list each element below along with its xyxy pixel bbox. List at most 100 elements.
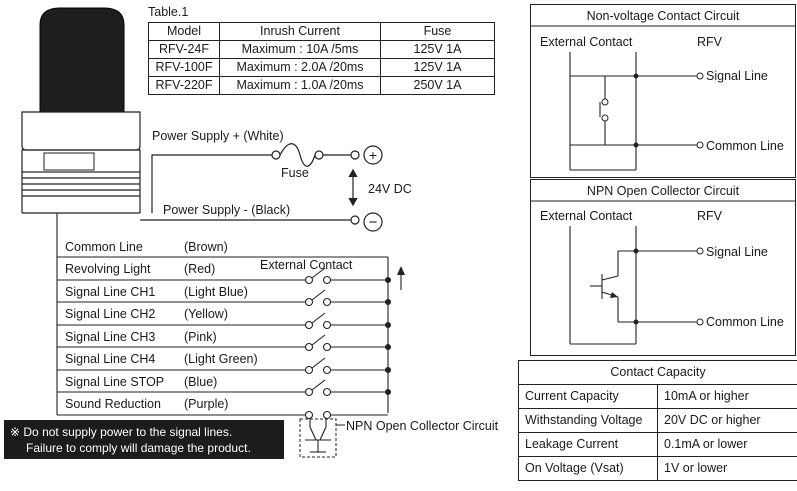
warning-line-1: ※ Do not supply power to the signal line… bbox=[10, 425, 233, 439]
table-row: On Voltage (Vsat) 1V or lower bbox=[518, 456, 797, 481]
contact-icon bbox=[322, 297, 332, 307]
switch-lever bbox=[311, 289, 326, 301]
revolving-light-product bbox=[21, 7, 141, 214]
switch-contacts bbox=[304, 267, 391, 397]
table-cell: 20V DC or higher bbox=[657, 408, 797, 433]
contact-icon bbox=[304, 275, 314, 285]
inrush-table: Model Inrush Current Fuse RFV-24F Maximu… bbox=[148, 22, 495, 95]
contact-capacity-title: Contact Capacity bbox=[518, 360, 797, 385]
node-dot bbox=[633, 142, 639, 148]
switch-lever bbox=[311, 267, 326, 279]
contact-icon bbox=[304, 365, 314, 375]
node-dot bbox=[385, 322, 391, 328]
terminal-icon bbox=[696, 72, 704, 80]
node-dot bbox=[385, 389, 391, 395]
wire-name: Signal Line CH4 bbox=[65, 352, 155, 366]
contact-icon bbox=[304, 387, 314, 397]
voltage-label: 24V DC bbox=[368, 182, 412, 196]
npn-box-title: NPN Open Collector Circuit bbox=[587, 184, 740, 198]
table-cell: 10mA or higher bbox=[657, 384, 797, 409]
wire-name: Signal Line STOP bbox=[65, 375, 164, 389]
external-contact-label: External Contact bbox=[260, 258, 353, 272]
table-cell: Withstanding Voltage bbox=[518, 408, 658, 433]
terminal-icon bbox=[696, 247, 704, 255]
contact-icon bbox=[304, 320, 314, 330]
node-dot bbox=[385, 277, 391, 283]
node-dot bbox=[385, 344, 391, 350]
npn-box-right-label: RFV bbox=[697, 209, 723, 223]
contact-icon bbox=[304, 342, 314, 352]
wire-name: Signal Line CH2 bbox=[65, 307, 155, 321]
node-dot bbox=[385, 367, 391, 373]
contact-icon bbox=[322, 320, 332, 330]
switch-lever bbox=[311, 379, 326, 391]
table-cell: On Voltage (Vsat) bbox=[518, 456, 658, 481]
table-header-row: Contact Capacity bbox=[518, 360, 797, 385]
wire-color: (Red) bbox=[184, 262, 215, 276]
circuit-examples: Non-voltage Contact Circuit External Con… bbox=[530, 4, 796, 356]
wire-name: Signal Line CH1 bbox=[65, 285, 155, 299]
table-header-row: Model Inrush Current Fuse bbox=[148, 22, 495, 41]
non-voltage-left-label: External Contact bbox=[540, 35, 633, 49]
wire-color: (Brown) bbox=[184, 240, 228, 254]
wire-color: (Light Green) bbox=[184, 352, 258, 366]
contact-icon bbox=[322, 275, 332, 285]
table-row: RFV-220F Maximum : 1.0A /20ms 250V 1A bbox=[148, 76, 495, 95]
non-voltage-title: Non-voltage Contact Circuit bbox=[587, 9, 740, 23]
wire-name: Signal Line CH3 bbox=[65, 330, 155, 344]
table-cell: 0.1mA or lower bbox=[657, 432, 797, 457]
table1-caption: Table.1 bbox=[148, 5, 189, 19]
wiring-diagram: Power Supply + (White) Fuse 24V DC Power… bbox=[21, 7, 499, 458]
npn-dashed-box bbox=[299, 418, 337, 458]
non-voltage-box bbox=[530, 4, 796, 178]
contact-icon bbox=[322, 365, 332, 375]
switch-lever bbox=[311, 357, 326, 369]
table-cell: Leakage Current bbox=[518, 432, 658, 457]
table-cell: Maximum : 2.0A /20ms bbox=[219, 58, 381, 77]
npn-box-wiring bbox=[569, 226, 700, 345]
npn-box-common-label: Common Line bbox=[706, 315, 784, 329]
warning-note: ※ Do not supply power to the signal line… bbox=[4, 420, 284, 459]
non-voltage-signal-label: Signal Line bbox=[706, 69, 768, 83]
contact-icon bbox=[601, 98, 609, 106]
fuse-label: Fuse bbox=[281, 166, 309, 180]
non-voltage-wiring bbox=[569, 52, 700, 171]
wire-name: Common Line bbox=[65, 240, 143, 254]
table-header: Inrush Current bbox=[219, 22, 381, 41]
terminal-icon bbox=[696, 141, 704, 149]
wire-color: (Purple) bbox=[184, 397, 228, 411]
wire-bundle bbox=[56, 213, 402, 416]
wire-color: (Light Blue) bbox=[184, 285, 248, 299]
wire-name: Sound Reduction bbox=[65, 397, 161, 411]
table-cell: RFV-220F bbox=[148, 76, 220, 95]
contact-icon bbox=[322, 387, 332, 397]
table-cell: 125V 1A bbox=[380, 58, 495, 77]
contact-icon bbox=[304, 297, 314, 307]
arrow-up-icon bbox=[397, 266, 405, 275]
contact-icon bbox=[601, 114, 609, 122]
transistor-arrow-icon bbox=[610, 292, 618, 298]
node-dot bbox=[633, 319, 639, 325]
table-row: Withstanding Voltage 20V DC or higher bbox=[518, 408, 797, 433]
table-row: RFV-24F Maximum : 10A /5ms 125V 1A bbox=[148, 40, 495, 59]
switch-lever bbox=[311, 334, 326, 346]
wire-name: Revolving Light bbox=[65, 262, 151, 276]
table-cell: Current Capacity bbox=[518, 384, 658, 409]
npn-transistor-icon bbox=[304, 410, 388, 453]
table-row: Leakage Current 0.1mA or lower bbox=[518, 432, 797, 457]
npn-label: NPN Open Collector Circuit bbox=[346, 419, 499, 433]
table-cell: 250V 1A bbox=[380, 76, 495, 95]
wire-color: (Yellow) bbox=[184, 307, 228, 321]
switch-lever bbox=[311, 312, 326, 324]
table-cell: 125V 1A bbox=[380, 40, 495, 59]
power-minus-label: Power Supply - (Black) bbox=[163, 203, 290, 217]
wire-labels: Common Line (Brown) Revolving Light (Red… bbox=[65, 240, 258, 411]
minus-symbol: − bbox=[369, 214, 378, 231]
npn-box bbox=[530, 179, 796, 356]
node-dot bbox=[385, 299, 391, 305]
terminal-icon bbox=[696, 318, 704, 326]
wire-color: (Blue) bbox=[184, 375, 217, 389]
table-row: Current Capacity 10mA or higher bbox=[518, 384, 797, 409]
table-cell: Maximum : 1.0A /20ms bbox=[219, 76, 381, 95]
warning-line-2: Failure to comply will damage the produc… bbox=[26, 441, 251, 455]
